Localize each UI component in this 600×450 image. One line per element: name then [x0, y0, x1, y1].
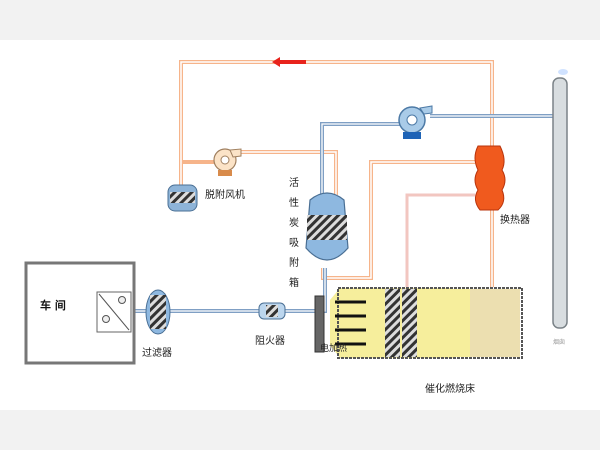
preheat-pipe	[405, 193, 475, 287]
main-fan-icon[interactable]	[398, 105, 433, 139]
process-diagram: 烟囱 脱附风机 活 性 炭 吸 附 箱 换热器	[0, 40, 600, 410]
heat-exchanger-label: 换热器	[500, 213, 530, 226]
workshop-label: 车 间	[40, 298, 66, 312]
svg-text:性: 性	[289, 196, 299, 209]
workshop	[24, 261, 136, 365]
activated-carbon-adsorber[interactable]	[305, 192, 349, 261]
svg-text:炭: 炭	[289, 217, 299, 229]
electric-heater-label: 电加热	[320, 342, 347, 354]
desorption-fan-label: 脱附风机	[205, 188, 245, 201]
desorption-filter	[167, 184, 198, 212]
electric-heater[interactable]	[314, 295, 325, 353]
adsorber-label: 活 性 炭 吸 附 箱	[289, 177, 299, 289]
svg-text:附: 附	[289, 256, 299, 269]
svg-text:箱: 箱	[289, 276, 299, 289]
desorption-fan-icon[interactable]	[213, 148, 242, 176]
heat-exchanger[interactable]	[474, 145, 506, 211]
flame-arrestor[interactable]	[258, 302, 286, 320]
filter[interactable]	[145, 289, 171, 335]
flame-arrestor-label: 阻火器	[255, 335, 285, 347]
chimney-label: 烟囱	[553, 338, 565, 346]
catalytic-bed-label: 催化燃烧床	[425, 382, 475, 395]
svg-text:吸: 吸	[289, 238, 299, 249]
filter-label: 过滤器	[142, 346, 172, 359]
svg-text:活: 活	[289, 177, 299, 189]
chimney	[552, 69, 568, 329]
catalytic-combustion-bed[interactable]	[330, 287, 523, 359]
flow-arrow-icon	[272, 57, 306, 67]
